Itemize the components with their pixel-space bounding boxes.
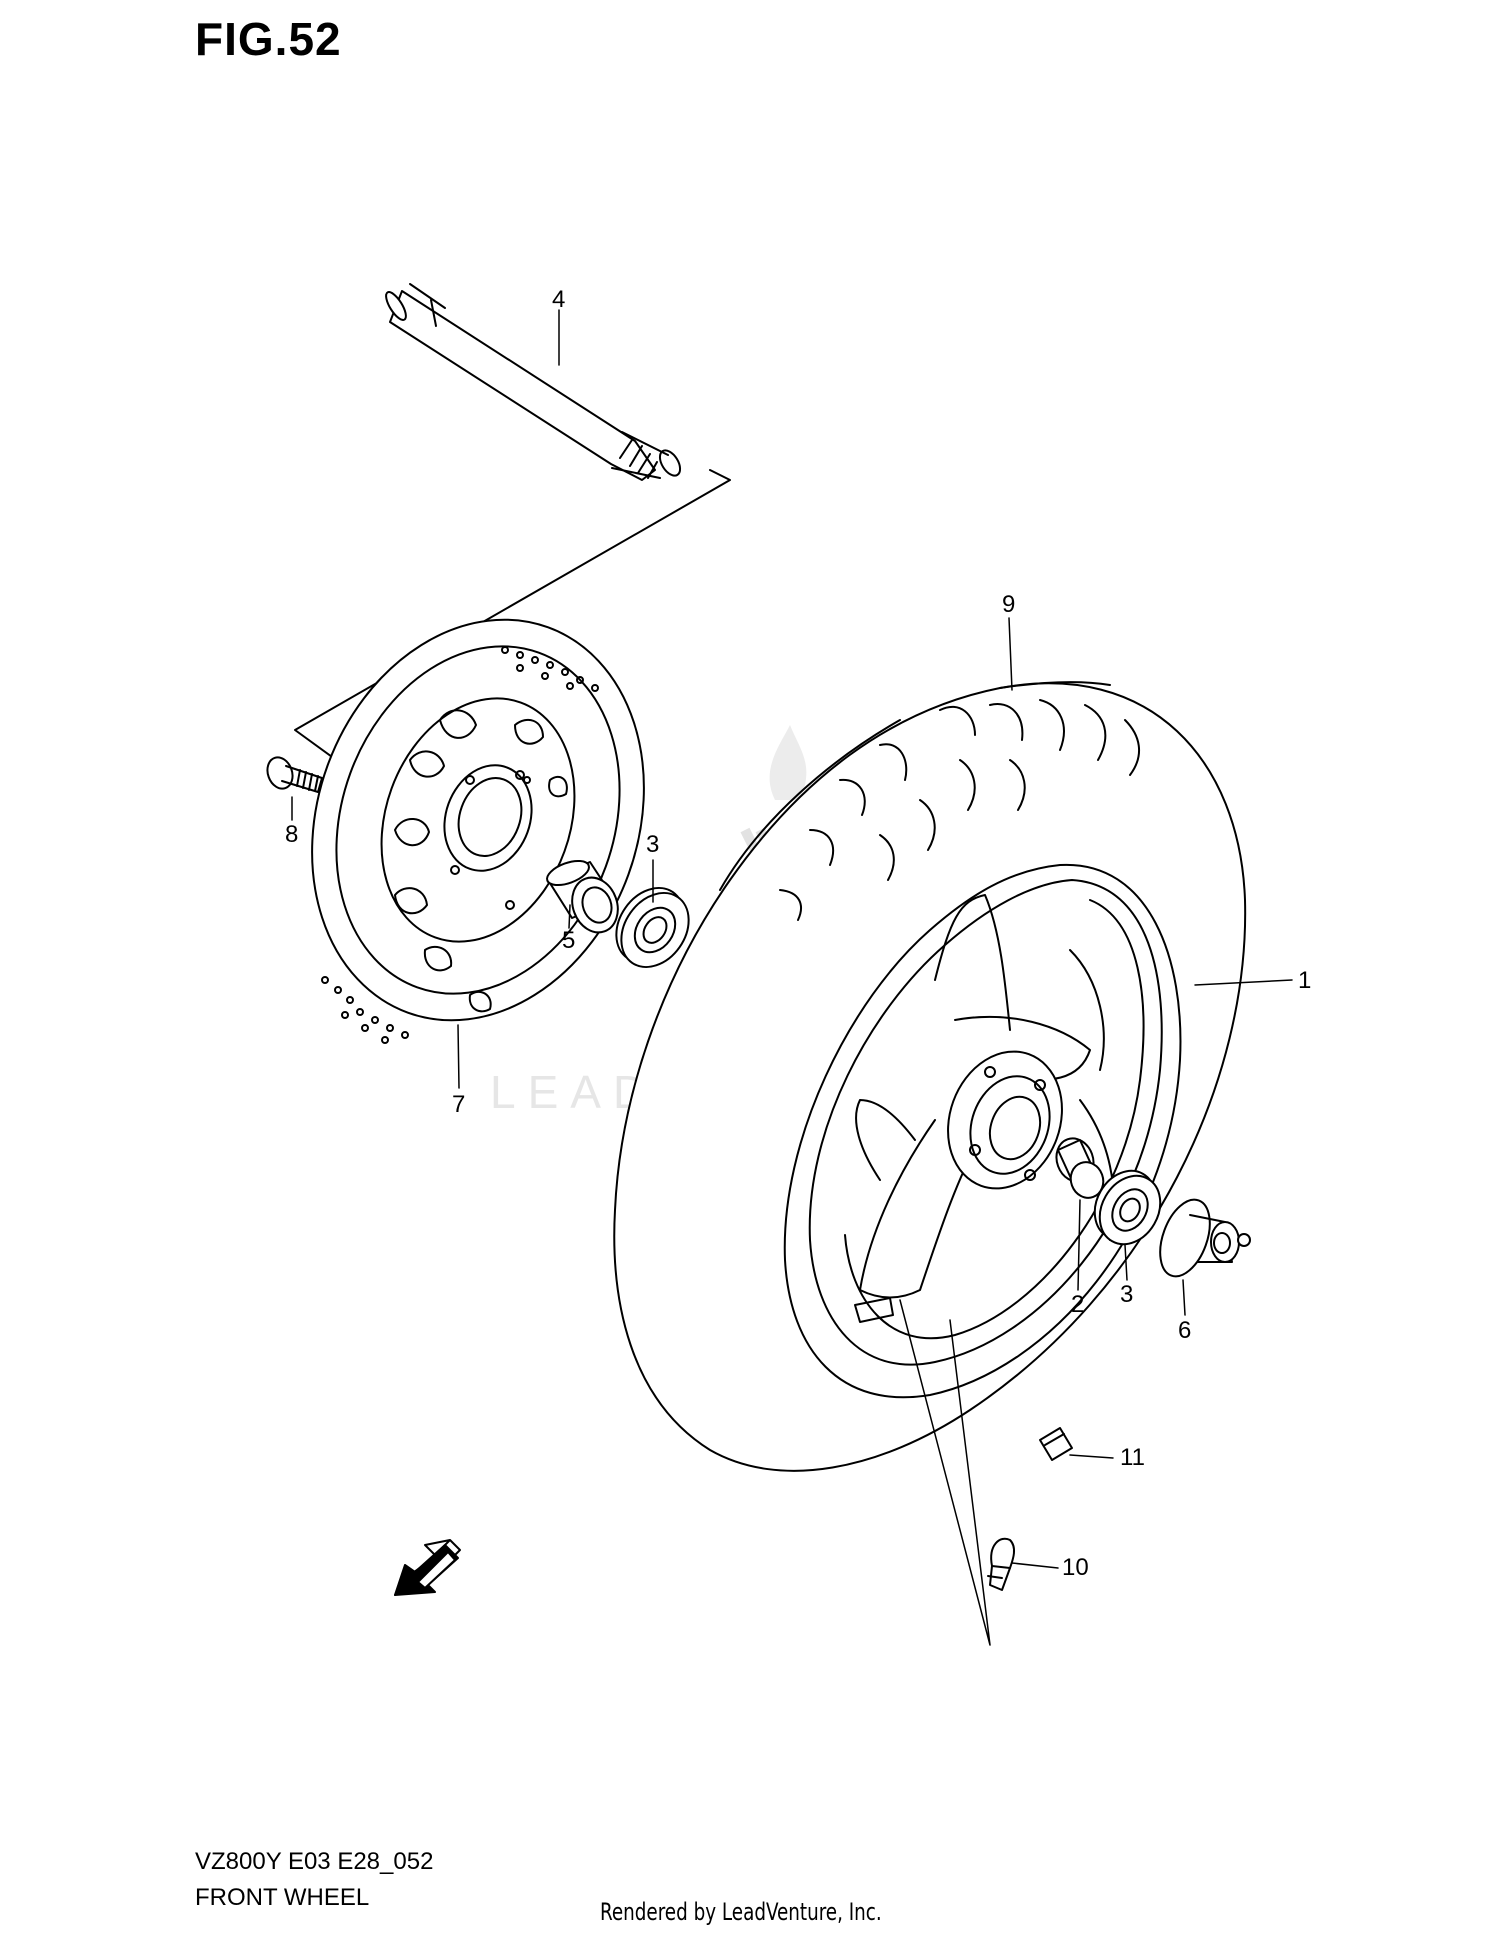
figure-title: FIG.52: [195, 13, 342, 65]
spacer-right: [1055, 1137, 1105, 1199]
fwd-arrow: [394, 1539, 461, 1596]
front-wheel: [613, 681, 1247, 1472]
axle-leader-bracket: [294, 469, 731, 771]
collar: [1159, 1198, 1251, 1278]
callout-11: 11: [1120, 1444, 1145, 1471]
balancer-weight: [1039, 1427, 1073, 1461]
bearing-right: [1093, 1169, 1162, 1246]
valve: [987, 1537, 1016, 1591]
callout-9: 9: [1002, 591, 1015, 618]
callout-7: 7: [452, 1091, 465, 1118]
brake-disc: [311, 618, 645, 1044]
callout-5: 5: [562, 927, 575, 954]
disc-drill-holes: [321, 646, 599, 1044]
tire-tread: [719, 681, 1141, 921]
callout-1: 1: [1298, 967, 1311, 994]
bearing-left: [615, 886, 690, 969]
wheel-hub: [947, 1050, 1063, 1190]
callout-3-right: 3: [1120, 1281, 1133, 1308]
callout-2: 2: [1071, 1291, 1084, 1318]
callout-8: 8: [285, 821, 298, 848]
leader-lines: [291, 309, 1293, 1646]
spacer-left: [546, 859, 619, 934]
rendered-by-credit: Rendered by LeadVenture, Inc.: [600, 1898, 882, 1926]
disc-bolt: [266, 756, 323, 793]
model-code: VZ800Y E03 E28_052: [195, 1848, 434, 1875]
axle: [385, 283, 682, 481]
figure-caption: FRONT WHEEL: [195, 1884, 370, 1911]
callout-6: 6: [1178, 1317, 1191, 1344]
callout-4: 4: [552, 286, 565, 313]
callout-10: 10: [1062, 1554, 1089, 1581]
callout-3-left: 3: [646, 831, 659, 858]
